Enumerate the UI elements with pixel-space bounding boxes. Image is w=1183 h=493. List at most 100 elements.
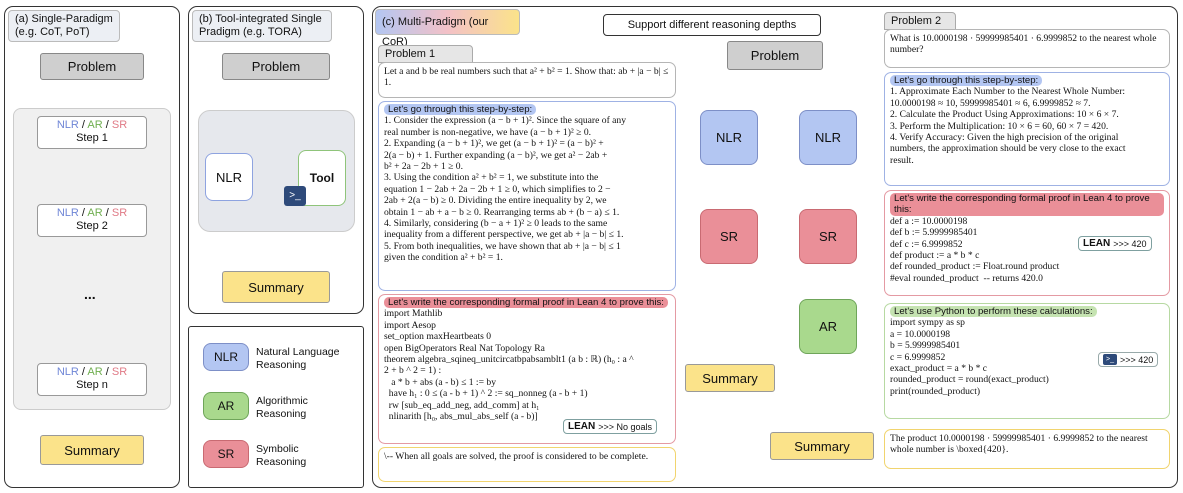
- text-line: 2 + b ^ 2 = 1) :: [384, 365, 442, 377]
- panel-c-problem: Problem: [727, 41, 823, 70]
- panel-b-nlr: NLR: [205, 153, 253, 201]
- text-line: b² + 2a − 2b + 1 ≥ 0.: [384, 161, 463, 173]
- problem2-statement: What is 10.0000198 · 59999985401 · 6.999…: [884, 29, 1170, 68]
- left-nlr-node: NLR: [700, 110, 758, 165]
- right-summary-node: Summary: [770, 432, 874, 460]
- problem1-nlr-box: Let's go through this step-by-step: 1. C…: [378, 101, 676, 291]
- problem1-nlr-lines: 1. Consider the expression (a − b + 1)².…: [384, 115, 670, 263]
- text-line: 4. Similarly, considering (b − a + 1)² ≥…: [384, 218, 608, 230]
- text-line: 2. Expanding (a − b + 1)², we get (a − b…: [384, 138, 604, 150]
- sr-label: SR: [111, 119, 128, 131]
- text-line: 2(a − b) + 1. Further expanding (a − b)²…: [384, 149, 608, 161]
- panel-a-steps-area: [13, 108, 171, 410]
- problem2-sr-header: Let's write the corresponding formal pro…: [890, 193, 1164, 216]
- right-nlr-node: NLR: [799, 110, 857, 165]
- panel-b-tool: Tool: [298, 150, 346, 206]
- text-line: exact_product = a * b * c: [890, 363, 988, 375]
- panel-a-step-n: NLR / AR / SR Step n: [37, 363, 147, 396]
- legend-nlr-text: Natural Language Reasoning: [256, 346, 340, 371]
- problem1-nlr-header: Let's go through this step-by-step:: [384, 104, 537, 116]
- text-line: result.: [890, 154, 914, 166]
- text-line: nlinarith [h₀, abs_mul_abs_self (a - b)]: [384, 411, 538, 423]
- text-line: import Aesop: [384, 319, 436, 331]
- text-line: def a := 10.0000198: [890, 215, 968, 227]
- legend-ar-swatch: AR: [203, 392, 249, 420]
- text-line: import sympy as sp: [890, 317, 965, 329]
- right-sr-node: SR: [799, 209, 857, 264]
- panel-a-problem: Problem: [40, 53, 144, 80]
- problem2-python-result: >_>>> 420: [1098, 352, 1159, 367]
- text-line: theorem algebra_sqineq_unitcircatbpabsam…: [384, 354, 634, 366]
- text-line: def c := 6.9999852: [890, 238, 963, 250]
- text-line: set_option maxHeartbeats 0: [384, 331, 492, 343]
- legend-ar-text: Algorithmic Reasoning: [256, 395, 308, 420]
- legend-sr-text: Symbolic Reasoning: [256, 443, 307, 468]
- problem1-statement: Let a and b be real numbers such that a²…: [378, 62, 676, 98]
- text-line: def product := a * b * c: [890, 250, 980, 262]
- text-line: c = 6.9999852: [890, 351, 946, 363]
- problem2-nlr-box: Let's go through this step-by-step: 1. A…: [884, 72, 1170, 186]
- text-line: inequality from a different perspective,…: [384, 229, 624, 241]
- text-line: obtain 1 − ab + a − b ≥ 0. Rearranging t…: [384, 206, 620, 218]
- text-line: have h₁ : 0 ≤ (a - b + 1) ^ 2 := sq_nonn…: [384, 388, 588, 400]
- step-label: Step n: [76, 379, 108, 391]
- text-line: rw [sub_eq_add_neg, add_comm] at h₁: [384, 399, 540, 411]
- text-line: given the condition a² + b² = 1.: [384, 252, 503, 264]
- text-line: #eval rounded_product -- returns 420.0: [890, 272, 1043, 284]
- left-sr-node: SR: [700, 209, 758, 264]
- text-line: rounded_product = round(exact_product): [890, 374, 1049, 386]
- text-line: def rounded_product := Float.round produ…: [890, 261, 1060, 273]
- callout-depth: Support different reasoning depths: [603, 14, 821, 36]
- text-line: numbers, the approximation should be ver…: [890, 143, 1126, 155]
- problem1-sr-header: Let's write the corresponding formal pro…: [384, 297, 668, 309]
- problem2-text: What is 10.0000198 · 59999985401 · 6.999…: [890, 33, 1157, 56]
- problem1-summary-text: \-- When all goals are solved, the proof…: [384, 451, 649, 462]
- text-line: import Mathlib: [384, 308, 443, 320]
- panel-b-problem: Problem: [222, 53, 330, 80]
- problem2-summary-text: The product 10.0000198 · 59999985401 · 6…: [890, 433, 1148, 456]
- panel-a-ellipsis: ...: [84, 286, 96, 302]
- legend-nlr-swatch: NLR: [203, 343, 249, 371]
- text-line: def b := 5.9999985401: [890, 227, 978, 239]
- text-line: 2ab + 2(a − b) ≥ 0. Dividing the entire …: [384, 195, 607, 207]
- right-ar-node: AR: [799, 299, 857, 354]
- text-line: print(rounded_product): [890, 385, 981, 397]
- panel-a-title: (a) Single-Paradigm (e.g. CoT, PoT): [8, 10, 120, 42]
- text-line: 3. Perform the Multiplication: 10 × 6 = …: [890, 120, 1109, 132]
- text-line: a * b + abs (a - b) ≤ 1 := by: [384, 376, 497, 388]
- text-line: real number is non-negative, we have (a …: [384, 126, 592, 138]
- text-line: a = 10.0000198: [890, 328, 951, 340]
- text-line: 1. Approximate Each Number to the Neares…: [890, 86, 1126, 98]
- problem1-lean-result: LEAN>>> No goals: [563, 419, 658, 434]
- nlr-label: NLR: [56, 119, 79, 131]
- panel-a-step-2: NLR / AR / SR Step 2: [37, 204, 147, 237]
- ar-label: AR: [87, 119, 103, 131]
- text-line: 3. Using the condition a² + b² = 1, we s…: [384, 172, 599, 184]
- left-summary-node: Summary: [685, 364, 775, 392]
- text-line: equation 1 − 2ab + 2a − 2b + 1 ≥ 0, whic…: [384, 183, 611, 195]
- problem2-ar-header: Let's use Python to perform these calcul…: [890, 306, 1097, 318]
- panel-c-title: (c) Multi-Pradigm (our CoR): [375, 9, 520, 48]
- panel-b-summary: Summary: [222, 271, 330, 303]
- panel-b-title: (b) Tool-integrated Single Pradigm (e.g.…: [192, 10, 332, 42]
- step-label: Step 2: [76, 220, 108, 232]
- legend-sr-swatch: SR: [203, 440, 249, 468]
- python-terminal-icon: >_: [1103, 354, 1117, 365]
- text-line: 1. Consider the expression (a − b + 1)².…: [384, 115, 627, 127]
- text-line: b = 5.9999985401: [890, 340, 961, 352]
- text-line: 5. From both inequalities, we have shown…: [384, 240, 621, 252]
- problem2-nlr-lines: 1. Approximate Each Number to the Neares…: [890, 86, 1164, 166]
- problem2-nlr-header: Let's go through this step-by-step:: [890, 75, 1043, 87]
- lean-logo: LEAN: [1083, 238, 1111, 249]
- problem2-tag: Problem 2: [884, 12, 956, 30]
- text-line: open BigOperators Real Nat Topology Ra: [384, 342, 545, 354]
- problem2-summary-box: The product 10.0000198 · 59999985401 · 6…: [884, 429, 1170, 469]
- problem1-summary-box: \-- When all goals are solved, the proof…: [378, 447, 676, 482]
- panel-a-summary: Summary: [40, 435, 144, 465]
- problem1-tag: Problem 1: [378, 45, 473, 63]
- problem1-text: Let a and b be real numbers such that a²…: [384, 66, 669, 89]
- terminal-icon: >_: [284, 186, 306, 206]
